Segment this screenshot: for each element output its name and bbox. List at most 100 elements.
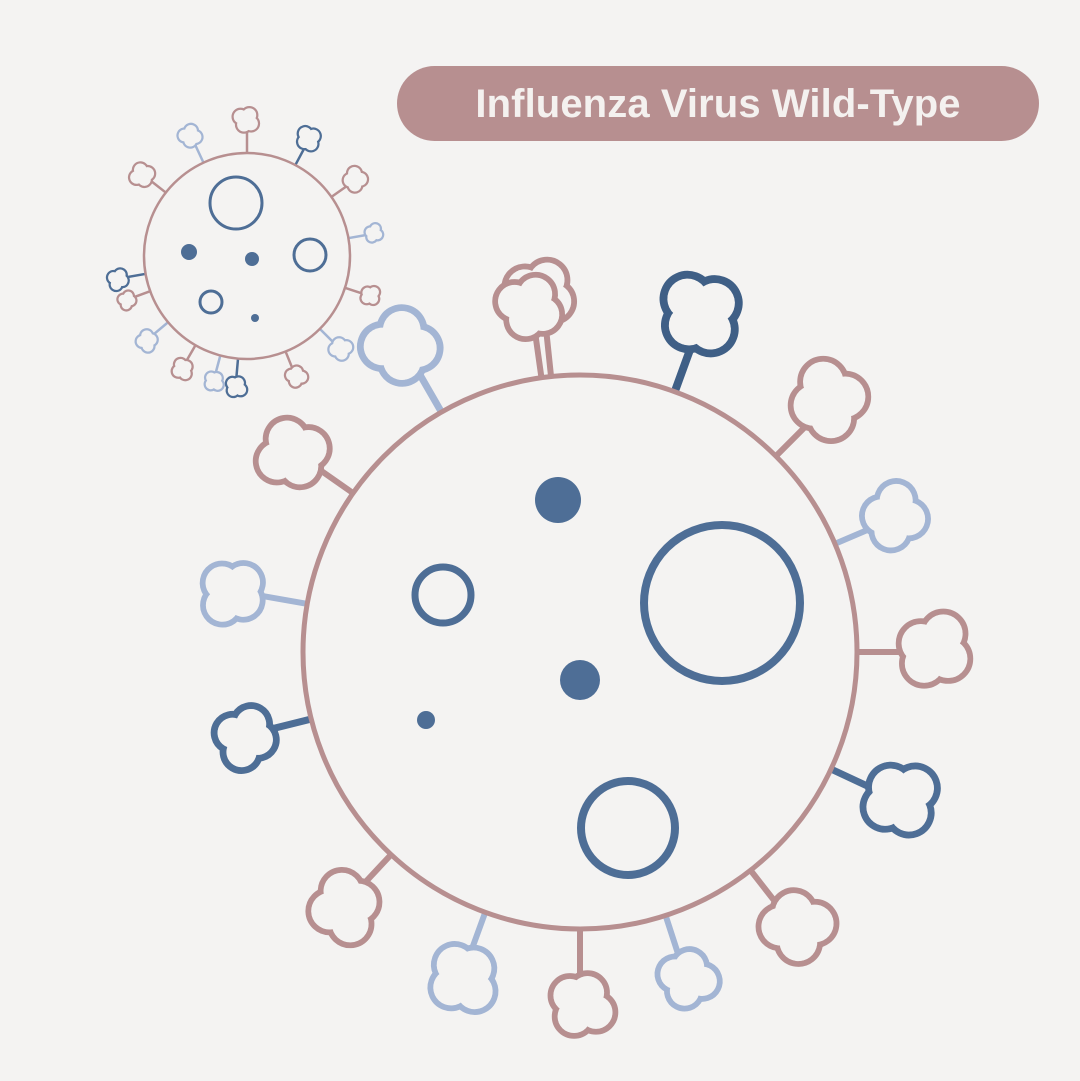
spike-head-lobe-mask [774, 893, 813, 931]
spike-head [176, 122, 204, 149]
spike-12 [210, 702, 319, 774]
spike-head [170, 356, 194, 382]
spike-head [203, 370, 225, 392]
rna-ring-small [198, 289, 224, 315]
spike-head-lobe-mask [232, 377, 244, 389]
spike-head-lobe-mask [674, 951, 705, 982]
spike-head-lobe-mask [298, 135, 311, 149]
secondary-virion [105, 105, 385, 399]
spike-head-lobe-mask [145, 334, 157, 346]
spike-head [134, 328, 159, 354]
spike-head [359, 284, 382, 307]
spike-head-lobe-mask [365, 227, 375, 237]
title-badge: Influenza Virus Wild-Type [397, 66, 1039, 141]
rna-ring-medium-bottom [577, 777, 679, 879]
rna-ring-large-right [640, 521, 804, 685]
nucleoprotein-dot-center [245, 252, 259, 266]
spike-s13 [282, 346, 310, 389]
spike-head-lobe-mask [184, 134, 197, 147]
spike-layer [199, 256, 974, 1039]
spike-head [356, 304, 444, 387]
main-virion [199, 256, 974, 1039]
spike-head [231, 105, 261, 134]
spike-s08 [116, 288, 156, 312]
nucleoprotein-dot-left [181, 244, 197, 260]
spike-07 [745, 864, 840, 967]
spike-head [295, 124, 322, 153]
spike-head-lobe-mask [138, 173, 151, 186]
spike-stem [360, 848, 397, 887]
spike-head [755, 887, 840, 967]
rna-ring-large [208, 175, 264, 231]
spike-stem [266, 714, 319, 733]
spike-head-lobe-mask [291, 366, 303, 378]
spike-head-lobe-mask [116, 275, 128, 287]
spike-09 [547, 922, 619, 1039]
spike-04 [828, 478, 931, 554]
spike-06 [823, 761, 941, 839]
spike-16 [492, 271, 566, 385]
spike-head [492, 271, 566, 343]
spike-stem [532, 331, 546, 385]
spike-s03 [176, 122, 207, 168]
spike-head-lobe-mask [668, 305, 710, 346]
spike-head-lobe-mask [864, 499, 898, 533]
spike-head [252, 414, 333, 491]
spike-15 [356, 304, 447, 420]
spike-head-lobe-mask [126, 296, 136, 306]
nucleoprotein-dot-tiny [417, 711, 435, 729]
spike-s02 [292, 124, 322, 170]
spike-head-lobe-mask [362, 287, 373, 298]
spike-head [859, 478, 931, 554]
spike-head-lobe-mask [281, 447, 319, 485]
spike-head-lobe-mask [509, 303, 543, 337]
page-title: Influenza Virus Wild-Type [475, 81, 961, 126]
spike-head-lobe-mask [570, 976, 605, 1010]
nucleoprotein-dot-large-upper [535, 477, 581, 523]
spike-head-lobe-mask [383, 342, 421, 380]
spike-s09 [339, 284, 382, 307]
spike-s12 [170, 340, 199, 382]
spike-head-lobe-mask [211, 373, 222, 384]
spike-head [654, 946, 723, 1012]
spike-stem [669, 342, 696, 400]
spike-head-lobe-mask [237, 117, 251, 132]
spike-head-lobe-mask [871, 768, 910, 807]
spike-head [895, 608, 974, 689]
spike-stem [770, 422, 810, 462]
spike-head [427, 941, 499, 1015]
spike-stem [661, 908, 682, 959]
spike-stem [828, 525, 873, 549]
spike-head-lobe-mask [901, 624, 941, 663]
spike-head-lobe-mask [343, 173, 357, 187]
spike-s05 [326, 164, 370, 201]
spike-head [283, 364, 310, 389]
spike-head [210, 702, 280, 774]
spike-stem [823, 763, 875, 792]
spike-05 [850, 608, 974, 689]
spike-head-lobe-mask [339, 883, 377, 921]
spike-s07 [343, 221, 385, 244]
spike-03 [770, 355, 872, 462]
spike-stem [415, 368, 447, 420]
spike-s06 [105, 267, 151, 293]
virus-envelope [300, 372, 860, 932]
spike-head [224, 375, 249, 399]
spike-s11 [315, 324, 355, 362]
spike-stem [256, 592, 315, 608]
rna-ring-small-left [411, 563, 475, 627]
spike-10 [427, 905, 499, 1015]
spike-head-lobe-mask [793, 385, 835, 426]
spike-head [787, 355, 872, 444]
spike-s14 [224, 353, 249, 399]
spike-14 [252, 414, 360, 499]
spike-08 [654, 908, 723, 1012]
spike-head [127, 161, 157, 189]
spike-head [305, 866, 383, 949]
spike-head [547, 970, 619, 1039]
spike-head [363, 221, 385, 244]
spike-s04 [127, 161, 171, 197]
spike-head-lobe-mask [226, 583, 260, 617]
nucleoprotein-dot-tiny [251, 314, 259, 322]
